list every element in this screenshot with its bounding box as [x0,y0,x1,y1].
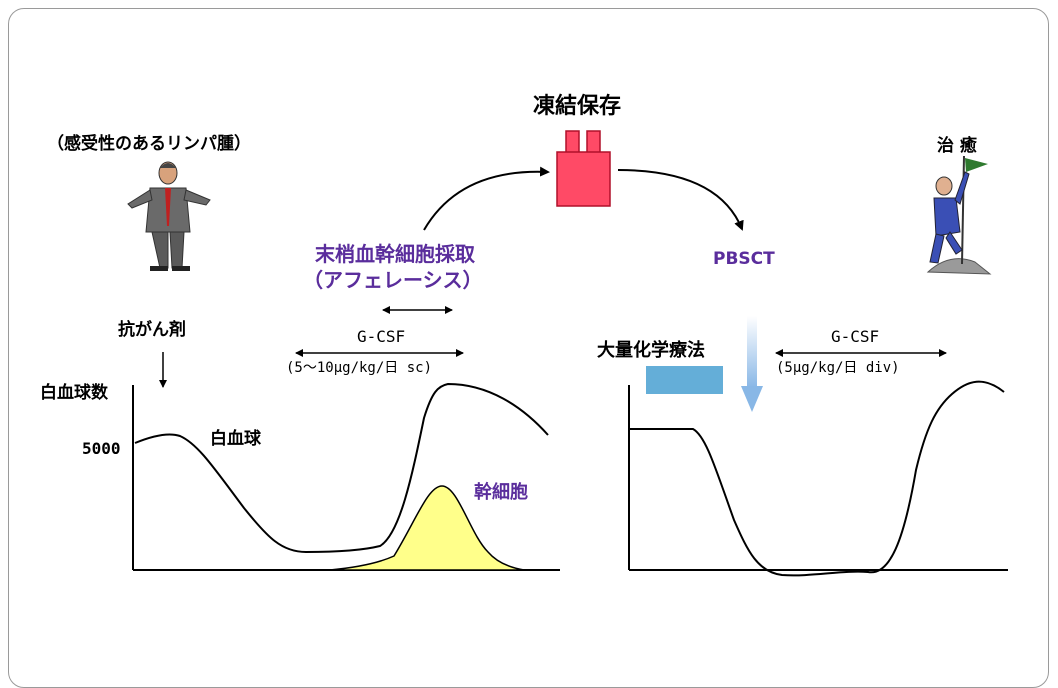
diagram-frame [8,8,1049,688]
stem-cell-collection-label: 末梢血幹細胞採取 [315,242,475,266]
y-tick-5000: 5000 [82,439,121,458]
right-chart-axes [628,385,1008,571]
stem-cell-label: 幹細胞 [474,482,528,503]
pbsct-infusion-arrow [741,316,763,412]
lymphoma-patient-figure [127,161,211,271]
cure-label: 治 癒 [937,136,977,156]
cured-patient-figure [926,155,992,275]
wbc-curve-right [630,380,1005,577]
wbc-curve-left [134,382,549,554]
y-axis-label: 白血球数 [40,383,108,403]
stem-cell-curve [329,485,525,571]
cryo-to-pbsct-arrow [617,169,744,231]
left-gcsf-dose: (5～10μg/kg/日 sc) [286,360,433,376]
left-gcsf-label: G-CSF [357,327,406,346]
chemo-drug-label: 抗がん剤 [118,320,186,340]
collection-to-cryo-arrow [423,166,550,231]
right-gcsf-label: G-CSF [831,327,880,346]
high-dose-chemo-bar [646,366,723,394]
lymphoma-label: （感受性のあるリンパ腫） [47,134,251,154]
cryo-container-icon [556,130,611,207]
apheresis-label: （アフェレーシス） [303,268,483,292]
right-gcsf-dose: (5μg/kg/日 div) [776,360,900,376]
wbc-curve-label: 白血球 [210,429,261,449]
cryopreservation-label: 凍結保存 [533,94,622,119]
pbsct-label: PBSCT [713,249,775,269]
high-dose-chemo-label: 大量化学療法 [597,340,705,361]
left-chart-axes [132,385,560,571]
